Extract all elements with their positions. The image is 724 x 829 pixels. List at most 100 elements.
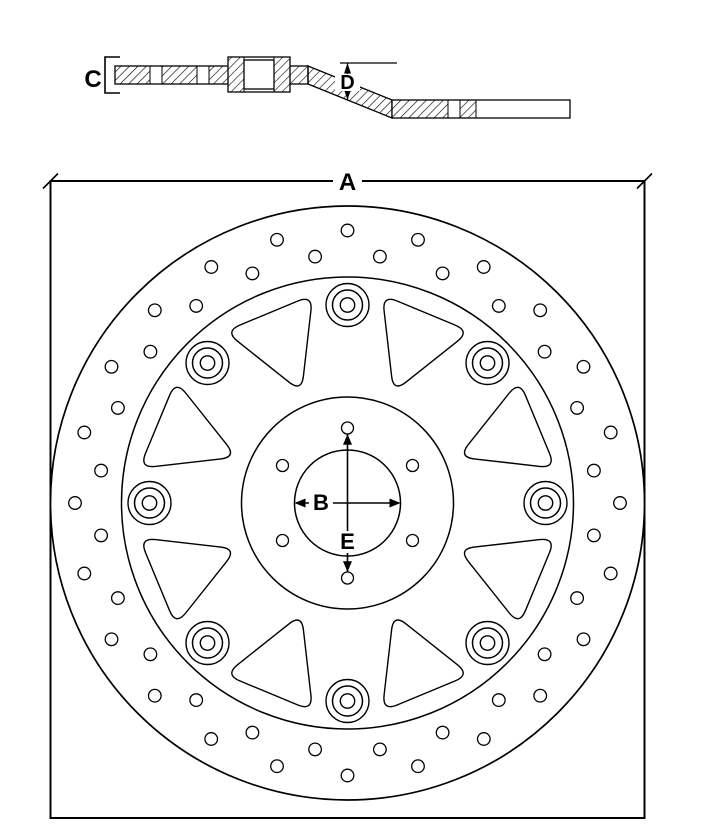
drill-hole xyxy=(245,725,260,740)
braking-band-inner-edge xyxy=(120,276,575,730)
drill-hole xyxy=(143,647,158,662)
carrier-cutout xyxy=(143,538,232,620)
drill-hole xyxy=(245,266,260,281)
floating-button-center xyxy=(339,693,356,709)
drill-hole xyxy=(270,759,284,774)
drill-hole xyxy=(435,725,450,740)
dim-A-tick-left xyxy=(42,172,59,190)
drill-hole xyxy=(270,232,284,247)
dim-B-arrow-right xyxy=(389,498,401,508)
drill-hole xyxy=(104,359,119,374)
drill-hole xyxy=(204,732,219,746)
section-hatch xyxy=(227,56,245,93)
cross-section-view: C D xyxy=(84,56,571,119)
drill-hole xyxy=(189,298,204,313)
dim-A-tick-right xyxy=(636,172,653,190)
drill-hole xyxy=(411,759,425,774)
dim-D-arrow-down xyxy=(344,89,351,100)
drill-hole xyxy=(110,591,125,606)
drill-hole xyxy=(372,249,387,264)
drill-hole xyxy=(77,566,92,581)
drill-hole xyxy=(104,632,119,647)
drill-hole xyxy=(586,528,601,543)
drill-hole xyxy=(476,260,491,274)
drill-hole xyxy=(372,742,387,757)
drill-hole xyxy=(77,425,92,440)
drill-holes-group xyxy=(68,223,627,783)
dim-label-C: C xyxy=(84,66,101,93)
front-view: A B E xyxy=(42,169,653,819)
drill-hole xyxy=(435,266,450,281)
drill-hole xyxy=(340,768,355,783)
dim-E-arrow-down xyxy=(343,561,352,572)
carrier-cutout xyxy=(463,538,552,620)
drill-hole xyxy=(570,400,585,415)
bolt-hole xyxy=(275,458,290,473)
floating-buttons-group xyxy=(127,282,568,724)
drill-hole xyxy=(491,298,506,313)
drill-hole xyxy=(586,463,601,478)
bolt-hole xyxy=(340,571,355,585)
section-hatch xyxy=(391,99,449,119)
dim-D-label-bg xyxy=(335,74,360,91)
floating-button-center xyxy=(339,297,356,313)
floating-button-center xyxy=(199,635,216,651)
carrier-cutout xyxy=(463,386,552,468)
section-hatch xyxy=(208,65,229,85)
drill-hole xyxy=(204,260,219,274)
drill-hole xyxy=(68,496,82,510)
drill-hole xyxy=(147,303,162,318)
carrier-cutout xyxy=(383,298,464,387)
dim-B-arrow-left xyxy=(294,498,306,508)
dim-E-arrow-up xyxy=(343,434,352,445)
bolt-holes-group xyxy=(275,421,420,585)
bolt-hole xyxy=(405,458,420,473)
bolt-hole xyxy=(405,533,420,548)
dim-E-label-bg xyxy=(336,531,359,553)
drill-hole xyxy=(308,742,323,757)
carrier-cutout xyxy=(143,386,232,468)
drill-hole xyxy=(576,632,591,647)
drill-hole xyxy=(340,223,355,238)
drill-hole xyxy=(537,647,552,662)
drill-hole xyxy=(411,232,425,247)
drill-hole xyxy=(110,400,125,415)
dim-label-E: E xyxy=(340,529,355,554)
drill-hole xyxy=(537,344,552,359)
bolt-hole xyxy=(275,533,290,548)
drill-hole xyxy=(533,688,548,703)
section-bolt xyxy=(243,59,275,90)
section-hatch xyxy=(273,56,291,93)
drill-hole xyxy=(491,693,506,708)
drill-hole xyxy=(143,344,158,359)
drill-hole xyxy=(476,732,491,746)
floating-button-center xyxy=(141,495,158,511)
drill-hole xyxy=(603,425,618,440)
carrier-cutouts-group xyxy=(143,298,552,708)
drill-hole xyxy=(533,303,548,318)
carrier-cutout xyxy=(231,298,312,387)
drill-hole xyxy=(308,249,323,264)
drill-hole xyxy=(603,566,618,581)
section-hatch xyxy=(161,65,198,85)
floating-button-center xyxy=(199,355,216,371)
dim-D-arrow-up xyxy=(344,63,351,74)
carrier-cutout xyxy=(383,619,464,708)
drill-hole xyxy=(189,693,204,708)
dim-B-label-bg xyxy=(309,491,333,514)
drill-hole xyxy=(613,496,627,510)
drill-hole xyxy=(570,591,585,606)
dim-A-box xyxy=(49,180,646,819)
bolt-hole xyxy=(340,421,355,435)
drill-hole xyxy=(94,528,109,543)
dim-label-D: D xyxy=(340,72,354,94)
floating-button-center xyxy=(479,355,496,371)
drill-hole xyxy=(147,688,162,703)
floating-button-center xyxy=(537,495,554,511)
drill-hole xyxy=(576,359,591,374)
section-hatch xyxy=(114,65,151,85)
dim-C-bracket xyxy=(104,56,120,94)
dim-label-A: A xyxy=(339,169,356,196)
